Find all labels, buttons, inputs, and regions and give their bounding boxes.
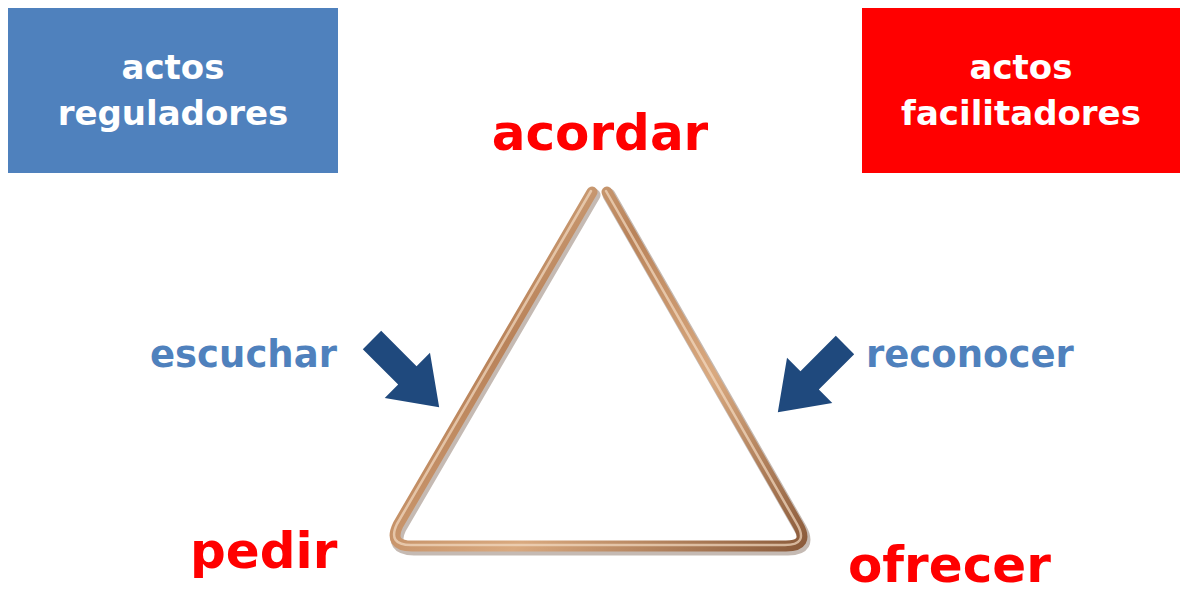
act-label: escuchar [150, 336, 337, 373]
act-label: reconocer [866, 336, 1074, 373]
block-arrow [755, 322, 867, 434]
block-arrow [349, 317, 461, 429]
box-text: actos facilitadores [880, 45, 1162, 137]
act-label: pedir [190, 526, 337, 576]
category-box: actos reguladores [8, 8, 338, 173]
act-label: acordar [492, 108, 709, 158]
box-text: actos reguladores [26, 45, 320, 137]
category-box: actos facilitadores [862, 8, 1180, 173]
act-label: ofrecer [848, 540, 1051, 590]
